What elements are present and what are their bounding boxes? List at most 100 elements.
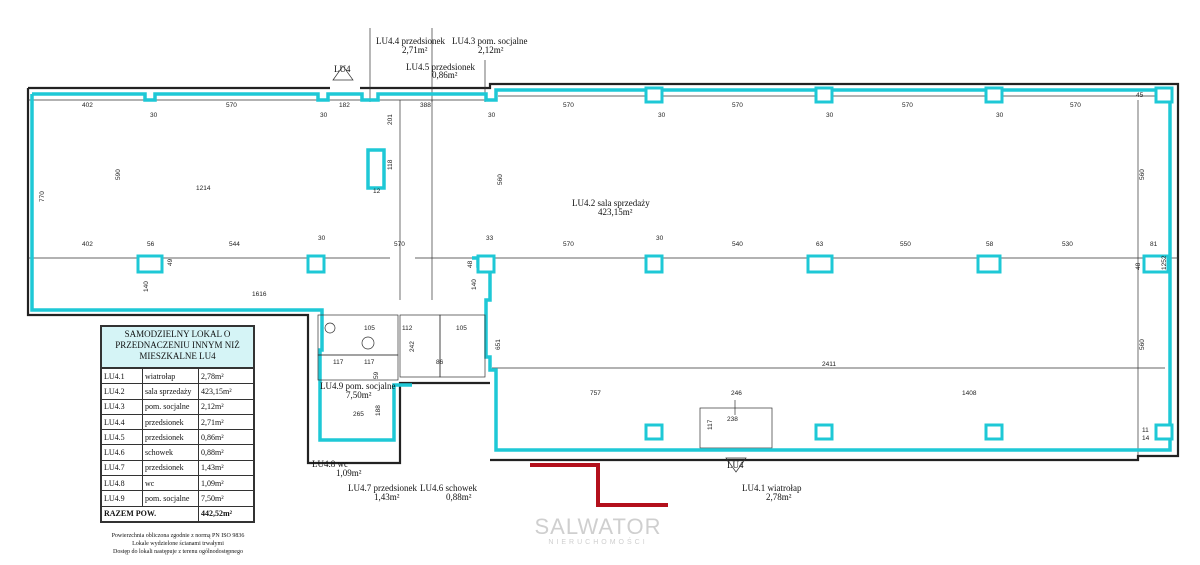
svg-text:LU4.1 wiatrołap: LU4.1 wiatrołap bbox=[742, 483, 802, 493]
dim: 770 bbox=[39, 191, 46, 202]
dim: 1252 bbox=[1161, 255, 1168, 270]
dim: 48 bbox=[1135, 262, 1142, 270]
dim: 86 bbox=[436, 359, 444, 366]
dim: 402 bbox=[82, 241, 93, 248]
svg-text:2,78m²: 2,78m² bbox=[766, 492, 792, 502]
dim: 550 bbox=[900, 241, 911, 248]
room-lu4-3: LU4.3 pom. socjalne 2,12m² bbox=[452, 36, 528, 55]
room-lu4-5: LU4.5 przedsionek 0,86m² bbox=[406, 62, 475, 80]
logo-name: SALWATOR bbox=[534, 514, 662, 539]
dim: 560 bbox=[497, 174, 504, 185]
dim: 238 bbox=[727, 416, 738, 423]
dim: 56 bbox=[147, 241, 155, 248]
dim: 105 bbox=[456, 325, 467, 332]
dimension-labels: 402 570 182 388 570 570 570 570 45 30 30… bbox=[39, 92, 1168, 442]
svg-text:LU4.8 wc: LU4.8 wc bbox=[312, 459, 348, 469]
svg-text:0,86m²: 0,86m² bbox=[432, 70, 458, 80]
entrance-tag-bottom: LU4 bbox=[727, 460, 744, 470]
room-lu4-6: LU4.6 schowek 0,88m² bbox=[420, 483, 477, 502]
dim: 49 bbox=[167, 258, 174, 266]
dim: 59 bbox=[373, 371, 380, 379]
room-lu4-9: LU4.9 pom. socjalne 7,50m² bbox=[320, 381, 396, 400]
dim: 117 bbox=[364, 359, 375, 366]
dim: 570 bbox=[732, 102, 743, 109]
dim: 12 bbox=[373, 188, 381, 195]
svg-text:7,50m²: 7,50m² bbox=[346, 390, 372, 400]
dim: 590 bbox=[115, 169, 122, 180]
dim: 48 bbox=[467, 260, 474, 268]
dim: 63 bbox=[816, 241, 824, 248]
dim: 570 bbox=[394, 241, 405, 248]
room-labels: LU4.4 przedsionek 2,71m² LU4.3 pom. socj… bbox=[312, 36, 802, 502]
legend-code: LU4.9 bbox=[101, 490, 143, 507]
legend-area: 423,15m² bbox=[198, 383, 254, 400]
legend-area: 2,12m² bbox=[198, 398, 254, 415]
legend-code: LU4.2 bbox=[101, 383, 143, 400]
svg-text:LU4.4 przedsionek: LU4.4 przedsionek bbox=[376, 36, 445, 46]
legend-room-name: sala sprzedaży bbox=[142, 383, 199, 400]
dim: 757 bbox=[590, 390, 601, 397]
dim: 182 bbox=[339, 102, 350, 109]
legend-code: LU4.8 bbox=[101, 475, 143, 492]
dim: 30 bbox=[488, 112, 496, 119]
svg-text:2,71m²: 2,71m² bbox=[402, 45, 428, 55]
dim: 30 bbox=[658, 112, 666, 119]
legend-room-name: przedsionek bbox=[142, 459, 199, 477]
dim: 1408 bbox=[962, 390, 977, 397]
legend-room-name: pom. socjalne bbox=[142, 490, 199, 507]
dim: 30 bbox=[150, 112, 158, 119]
dim: 201 bbox=[387, 114, 394, 125]
dim: 11 bbox=[1142, 427, 1149, 434]
legend-room-name: wiatrołap bbox=[142, 367, 199, 385]
dim: 188 bbox=[375, 405, 382, 416]
legend-code: LU4.5 bbox=[101, 429, 143, 446]
legend-area: 0,88m² bbox=[198, 444, 254, 461]
legend-area: 2,78m² bbox=[198, 367, 254, 385]
dim: 81 bbox=[1150, 241, 1158, 248]
dim: 112 bbox=[402, 325, 413, 332]
note-line: Lokale wydzielone ścianami trwałymi bbox=[132, 541, 224, 547]
svg-text:1,09m²: 1,09m² bbox=[336, 468, 362, 478]
svg-text:LU4.7 przedsionek: LU4.7 przedsionek bbox=[348, 483, 417, 493]
legend-code: LU4.7 bbox=[101, 459, 143, 477]
area-legend: SAMODZIELNY LOKAL O PRZEDNACZENIU INNYM … bbox=[100, 325, 255, 523]
legend-total-value: 442,52m² bbox=[198, 505, 254, 522]
dim: 30 bbox=[656, 235, 664, 242]
legend-title: SAMODZIELNY LOKAL O PRZEDNACZENIU INNYM … bbox=[101, 326, 254, 368]
dim: 30 bbox=[996, 112, 1004, 119]
legend-area: 2,71m² bbox=[198, 413, 254, 431]
dim: 45 bbox=[1136, 92, 1144, 99]
legend-code: LU4.1 bbox=[101, 367, 143, 385]
dim: 140 bbox=[143, 281, 150, 292]
dim: 570 bbox=[563, 102, 574, 109]
room-lu4-8: LU4.8 wc 1,09m² bbox=[312, 459, 362, 478]
dim: 14 bbox=[1142, 435, 1150, 442]
dim: 105 bbox=[364, 325, 375, 332]
legend-area: 0,86m² bbox=[198, 429, 254, 446]
note-line: Powierzchnia obliczona zgodnie z normą P… bbox=[111, 533, 245, 539]
legend-code: LU4.3 bbox=[101, 398, 143, 415]
dim: 117 bbox=[707, 419, 714, 430]
legend-notes: Powierzchnia obliczona zgodnie z normą P… bbox=[98, 532, 258, 556]
legend-room-name: schowek bbox=[142, 444, 199, 461]
dim: 118 bbox=[387, 159, 394, 170]
dim: 30 bbox=[320, 112, 328, 119]
room-lu4-4: LU4.4 przedsionek 2,71m² bbox=[376, 36, 445, 55]
svg-text:423,15m²: 423,15m² bbox=[598, 207, 633, 217]
legend-room-name: przedsionek bbox=[142, 429, 199, 446]
dim: 544 bbox=[229, 241, 240, 248]
dim: 388 bbox=[420, 102, 431, 109]
legend-code: LU4.4 bbox=[101, 413, 143, 431]
salwator-logo-mark bbox=[530, 463, 668, 507]
legend-area: 1,43m² bbox=[198, 459, 254, 477]
room-lu4-2: LU4.2 sala sprzedaży 423,15m² bbox=[572, 198, 650, 217]
entrance-top: LU4 bbox=[332, 64, 354, 81]
